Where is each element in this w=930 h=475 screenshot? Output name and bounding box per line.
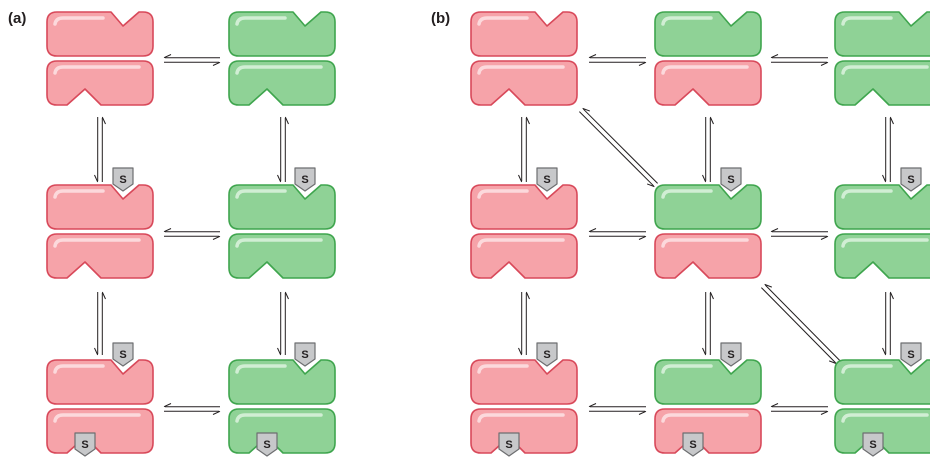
substrate-label: S [727, 349, 734, 361]
substrate-label: S [301, 174, 308, 186]
dimer-3 [228, 184, 336, 279]
substrate-marker-15t: S [900, 342, 922, 367]
dimer-13 [654, 359, 762, 454]
dimer-4 [46, 359, 154, 454]
top-subunit-red [46, 184, 154, 230]
equilibrium-arrow-14 [518, 291, 530, 356]
bottom-subunit-red [654, 233, 762, 279]
equilibrium-arrow-2 [163, 403, 221, 415]
top-subunit-green [654, 11, 762, 57]
equilibrium-arrow-11 [588, 403, 647, 415]
top-subunit-green [834, 359, 930, 405]
substrate-label: S [119, 349, 126, 361]
dimer-2 [46, 184, 154, 279]
top-subunit-red [470, 359, 578, 405]
dimer-5 [228, 359, 336, 454]
equilibrium-arrow-1 [163, 228, 221, 240]
panel-label-b: (b) [431, 10, 450, 27]
substrate-label: S [81, 439, 88, 451]
substrate-label: S [869, 439, 876, 451]
substrate-label: S [689, 439, 696, 451]
bottom-subunit-green [834, 60, 930, 106]
top-subunit-green [654, 359, 762, 405]
bottom-subunit-red [470, 233, 578, 279]
substrate-marker-5b: S [74, 432, 96, 457]
substrate-label: S [119, 174, 126, 186]
bottom-subunit-red [654, 60, 762, 106]
bottom-subunit-red [470, 60, 578, 106]
substrate-label: S [301, 349, 308, 361]
top-subunit-green [228, 359, 336, 405]
bottom-subunit-green [834, 233, 930, 279]
top-subunit-red [46, 359, 154, 405]
dimer-10 [654, 184, 762, 279]
equilibrium-arrow-12 [770, 403, 829, 415]
bottom-subunit-red [654, 408, 762, 454]
top-subunit-green [228, 11, 336, 57]
equilibrium-arrow-17 [882, 116, 894, 183]
bottom-subunit-red [470, 408, 578, 454]
dimer-14 [834, 359, 930, 454]
substrate-label: S [505, 439, 512, 451]
substrate-marker-14b: S [682, 432, 704, 457]
bottom-subunit-green [228, 408, 336, 454]
equilibrium-arrow-9 [588, 228, 647, 240]
dimer-9 [470, 184, 578, 279]
substrate-marker-13b: S [498, 432, 520, 457]
equilibrium-arrow-18 [882, 291, 894, 356]
equilibrium-arrow-10 [770, 228, 829, 240]
equilibrium-arrow-15 [702, 116, 714, 183]
dimer-7 [654, 11, 762, 106]
substrate-marker-5t: S [112, 342, 134, 367]
top-subunit-green [834, 184, 930, 230]
substrate-label: S [543, 174, 550, 186]
equilibrium-arrow-3 [94, 116, 106, 183]
equilibrium-arrow-7 [588, 54, 647, 66]
substrate-marker-15b: S [862, 432, 884, 457]
equilibrium-arrow-8 [770, 54, 829, 66]
equilibrium-arrow-5 [277, 116, 289, 183]
substrate-marker-3t: S [112, 167, 134, 192]
substrate-label: S [543, 349, 550, 361]
dimer-8 [834, 11, 930, 106]
top-subunit-red [46, 11, 154, 57]
bottom-subunit-red [46, 408, 154, 454]
bottom-subunit-green [228, 233, 336, 279]
dimer-1 [228, 11, 336, 106]
substrate-marker-10t: S [536, 167, 558, 192]
equilibrium-arrow-13 [518, 116, 530, 183]
equilibrium-arrow-0 [163, 54, 221, 66]
equilibrium-arrow-19 [579, 107, 658, 188]
equilibrium-arrow-6 [277, 291, 289, 356]
bottom-subunit-red [46, 233, 154, 279]
substrate-marker-6b: S [256, 432, 278, 457]
panel-label-a: (a) [8, 10, 26, 27]
top-subunit-red [470, 184, 578, 230]
substrate-marker-12t: S [900, 167, 922, 192]
equilibrium-arrow-20 [761, 283, 840, 365]
equilibrium-arrow-16 [702, 291, 714, 356]
substrate-label: S [907, 174, 914, 186]
top-subunit-red [470, 11, 578, 57]
dimer-6 [470, 11, 578, 106]
substrate-marker-4t: S [294, 167, 316, 192]
dimer-11 [834, 184, 930, 279]
substrate-label: S [263, 439, 270, 451]
equilibrium-arrow-4 [94, 291, 106, 356]
bottom-subunit-red [46, 60, 154, 106]
substrate-label: S [727, 174, 734, 186]
substrate-marker-6t: S [294, 342, 316, 367]
bottom-subunit-green [228, 60, 336, 106]
top-subunit-green [834, 11, 930, 57]
dimer-0 [46, 11, 154, 106]
top-subunit-green [228, 184, 336, 230]
substrate-label: S [907, 349, 914, 361]
substrate-marker-14t: S [720, 342, 742, 367]
substrate-marker-11t: S [720, 167, 742, 192]
substrate-marker-13t: S [536, 342, 558, 367]
dimer-12 [470, 359, 578, 454]
top-subunit-green [654, 184, 762, 230]
